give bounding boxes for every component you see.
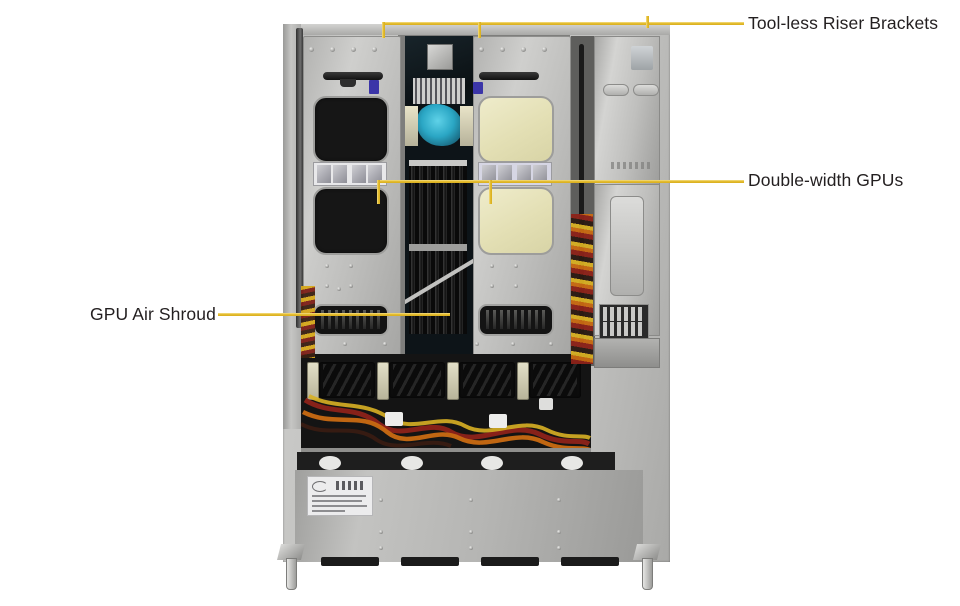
side-panel-handle-recess [610, 196, 644, 296]
gpu-left-io-bracket [313, 304, 389, 336]
left-riser-handle-tab [340, 79, 356, 87]
screw [521, 47, 526, 52]
fan-clip [447, 362, 459, 400]
chassis-top-rail [297, 24, 670, 35]
fan-2 [389, 362, 445, 398]
side-panel-printed-text [611, 162, 651, 169]
screw [325, 264, 329, 268]
cable-harness [301, 394, 591, 454]
fan-1 [319, 362, 375, 398]
screw [469, 498, 473, 502]
screw [379, 546, 383, 550]
screw [351, 47, 356, 52]
screw [349, 264, 353, 268]
bay-cap [481, 456, 503, 470]
screw [469, 530, 473, 534]
motherboard-column [405, 36, 473, 354]
screw [379, 498, 383, 502]
screw [349, 284, 353, 288]
screw [379, 530, 383, 534]
screw [475, 342, 479, 346]
screw [469, 546, 473, 550]
screw [383, 342, 387, 346]
screw [490, 264, 494, 268]
screw [511, 342, 515, 346]
psu-lower-frame [594, 338, 660, 368]
screw [490, 284, 494, 288]
screw [337, 287, 341, 291]
screw [557, 530, 561, 534]
callout-tick-riser-1 [382, 22, 385, 38]
callout-label-double-width-gpus: Double-width GPUs [748, 170, 904, 190]
dimm-bank-top-edge [409, 160, 467, 166]
gpu-left-instruction-sticker [313, 162, 387, 186]
front-bezel-vent [321, 557, 379, 566]
callout-line-double-width-gpus [377, 180, 744, 183]
bay-cap [401, 456, 423, 470]
callout-line-riser-brackets [382, 22, 744, 25]
rack-ear-handle-left [286, 558, 297, 590]
side-panel-slot-1 [603, 84, 629, 96]
server-chassis [277, 24, 670, 590]
callout-tick-gpu-1 [377, 180, 380, 204]
callout-label-riser-brackets: Tool-less Riser Brackets [748, 13, 939, 33]
side-panel-window [631, 46, 653, 70]
cpu-socket [427, 44, 453, 70]
compliance-label [307, 476, 373, 516]
callout-label-gpu-air-shroud: GPU Air Shroud [90, 304, 216, 324]
screw [372, 47, 377, 52]
callout-tick-riser-3 [646, 16, 649, 28]
gpu-left-lower [313, 187, 389, 255]
callout-tick-riser-2 [478, 22, 481, 38]
screw [479, 47, 484, 52]
screw [309, 47, 314, 52]
right-bay-cable [579, 44, 584, 344]
screw [557, 498, 561, 502]
callout-line-gpu-air-shroud [218, 313, 450, 316]
fan-3 [459, 362, 515, 398]
screw [514, 264, 518, 268]
screw [330, 47, 335, 52]
screw [549, 342, 553, 346]
screw [500, 47, 505, 52]
front-bezel-vent [561, 557, 619, 566]
cable-harness-svg [301, 394, 591, 453]
front-bezel-vent [481, 557, 539, 566]
right-riser-blue-chip [473, 82, 483, 94]
screw [557, 546, 561, 550]
cable-connector [539, 398, 553, 410]
fan-clip [377, 362, 389, 400]
gpu-left-upper [313, 96, 389, 163]
fan-clip [517, 362, 529, 400]
screw [514, 284, 518, 288]
bay-cap [561, 456, 583, 470]
right-riser-handle [479, 72, 539, 80]
left-riser-handle [323, 72, 383, 80]
fan-bay-lower-edge [301, 448, 591, 454]
front-bezel-vent [401, 557, 459, 566]
gpu-right-upper [478, 96, 554, 163]
right-cable-bundle [571, 214, 593, 364]
mb-accessory-left [405, 106, 418, 146]
left-cable-bundle [301, 286, 315, 358]
rack-ear-handle-right [642, 558, 653, 590]
gpu-right-io-bracket [478, 304, 554, 336]
mb-accessory-right [460, 106, 473, 146]
side-panel-slot-2 [633, 84, 659, 96]
fan-4 [529, 362, 581, 398]
bay-cap [319, 456, 341, 470]
dimm-bank [409, 166, 467, 334]
callout-tick-gpu-2 [489, 180, 492, 204]
left-riser-blue-chip [369, 80, 379, 94]
drive-bay-strip [297, 452, 615, 474]
chassis-left-rail-track [296, 28, 303, 328]
screw [325, 284, 329, 288]
cable-connector [385, 412, 403, 426]
cable-connector [489, 414, 507, 428]
blue-cable-bundle [417, 104, 463, 146]
screw [542, 47, 547, 52]
vrm-heatsink [413, 78, 465, 104]
screw [343, 342, 347, 346]
psu-vent-grille [599, 304, 649, 340]
